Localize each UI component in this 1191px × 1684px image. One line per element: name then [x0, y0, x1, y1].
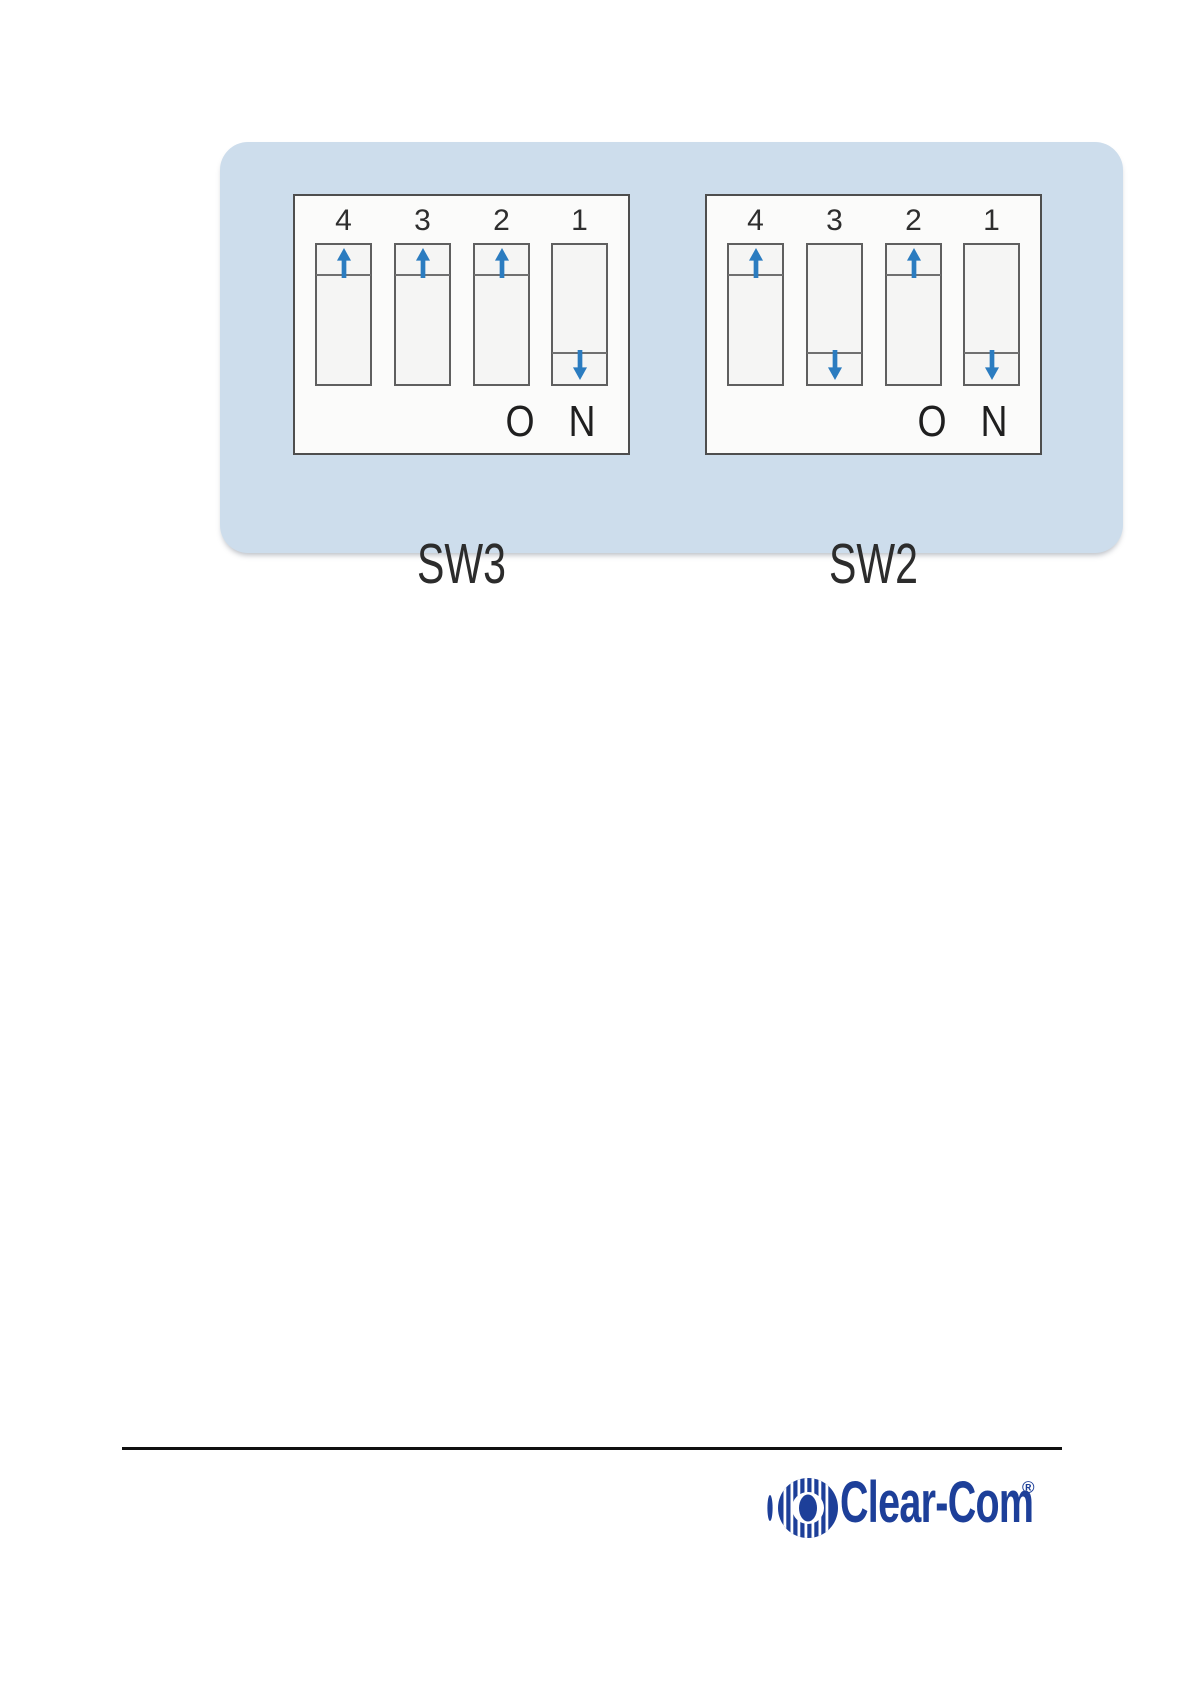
switch-number: 2	[493, 204, 510, 237]
dip-switch-sw2-1	[963, 243, 1020, 386]
arrow-down-icon	[827, 350, 842, 380]
switch-column: 2	[885, 196, 942, 396]
dip-switch-sw3-4	[315, 243, 372, 386]
sw3-label: SW3	[417, 532, 506, 596]
arrow-up-icon	[906, 248, 921, 278]
sw2-dip-switch-box: 4 3 2 1 O N	[705, 194, 1042, 455]
dip-switch-sw2-2	[885, 243, 942, 386]
clearcom-logo: Clear-Com ®	[766, 1474, 1046, 1542]
switch-column: 4	[727, 196, 784, 396]
on-label-letter-n: N	[568, 397, 596, 446]
clearcom-logo-icon	[767, 1478, 838, 1538]
arrow-up-icon	[336, 248, 351, 278]
dip-switch-sw3-1	[551, 243, 608, 386]
dip-switch-sw3-2	[473, 243, 530, 386]
sw2-block: 4 3 2 1 O N SW2	[705, 194, 1042, 593]
switch-column: 1	[551, 196, 608, 396]
arrow-down-icon	[572, 350, 587, 380]
switch-column: 4	[315, 196, 372, 396]
arrow-up-icon	[415, 248, 430, 278]
switch-number: 1	[983, 204, 1000, 237]
on-label-letter-n: N	[980, 397, 1008, 446]
on-label: O N	[295, 196, 628, 453]
switch-number: 3	[826, 204, 843, 237]
switch-number: 1	[571, 204, 588, 237]
on-label-letter-o: O	[505, 397, 535, 446]
registered-trademark-symbol: ®	[1022, 1478, 1035, 1497]
sw2-label: SW2	[829, 532, 918, 596]
switch-number: 3	[414, 204, 431, 237]
sw3-slots: 4 3 2 1	[295, 196, 628, 453]
footer-divider	[122, 1447, 1062, 1450]
switch-number: 4	[747, 204, 764, 237]
sw3-block: 4 3 2 1 O N SW3	[293, 194, 630, 593]
arrow-up-icon	[494, 248, 509, 278]
switch-column: 3	[806, 196, 863, 396]
dip-switch-sw3-3	[394, 243, 451, 386]
switch-number: 2	[905, 204, 922, 237]
sw2-slots: 4 3 2 1	[707, 196, 1040, 453]
dip-switch-sw2-4	[727, 243, 784, 386]
sw3-dip-switch-box: 4 3 2 1 O N	[293, 194, 630, 455]
switch-number: 4	[335, 204, 352, 237]
clearcom-wordmark: Clear-Com	[840, 1470, 1034, 1535]
dip-switch-sw2-3	[806, 243, 863, 386]
dip-switch-panel: 4 3 2 1 O N SW3 4 3 2 1 O N SW2	[220, 142, 1123, 593]
on-label-letter-o: O	[917, 397, 947, 446]
switch-column: 2	[473, 196, 530, 396]
on-label: O N	[707, 196, 1040, 453]
switch-column: 1	[963, 196, 1020, 396]
arrow-up-icon	[748, 248, 763, 278]
arrow-down-icon	[984, 350, 999, 380]
switch-column: 3	[394, 196, 451, 396]
